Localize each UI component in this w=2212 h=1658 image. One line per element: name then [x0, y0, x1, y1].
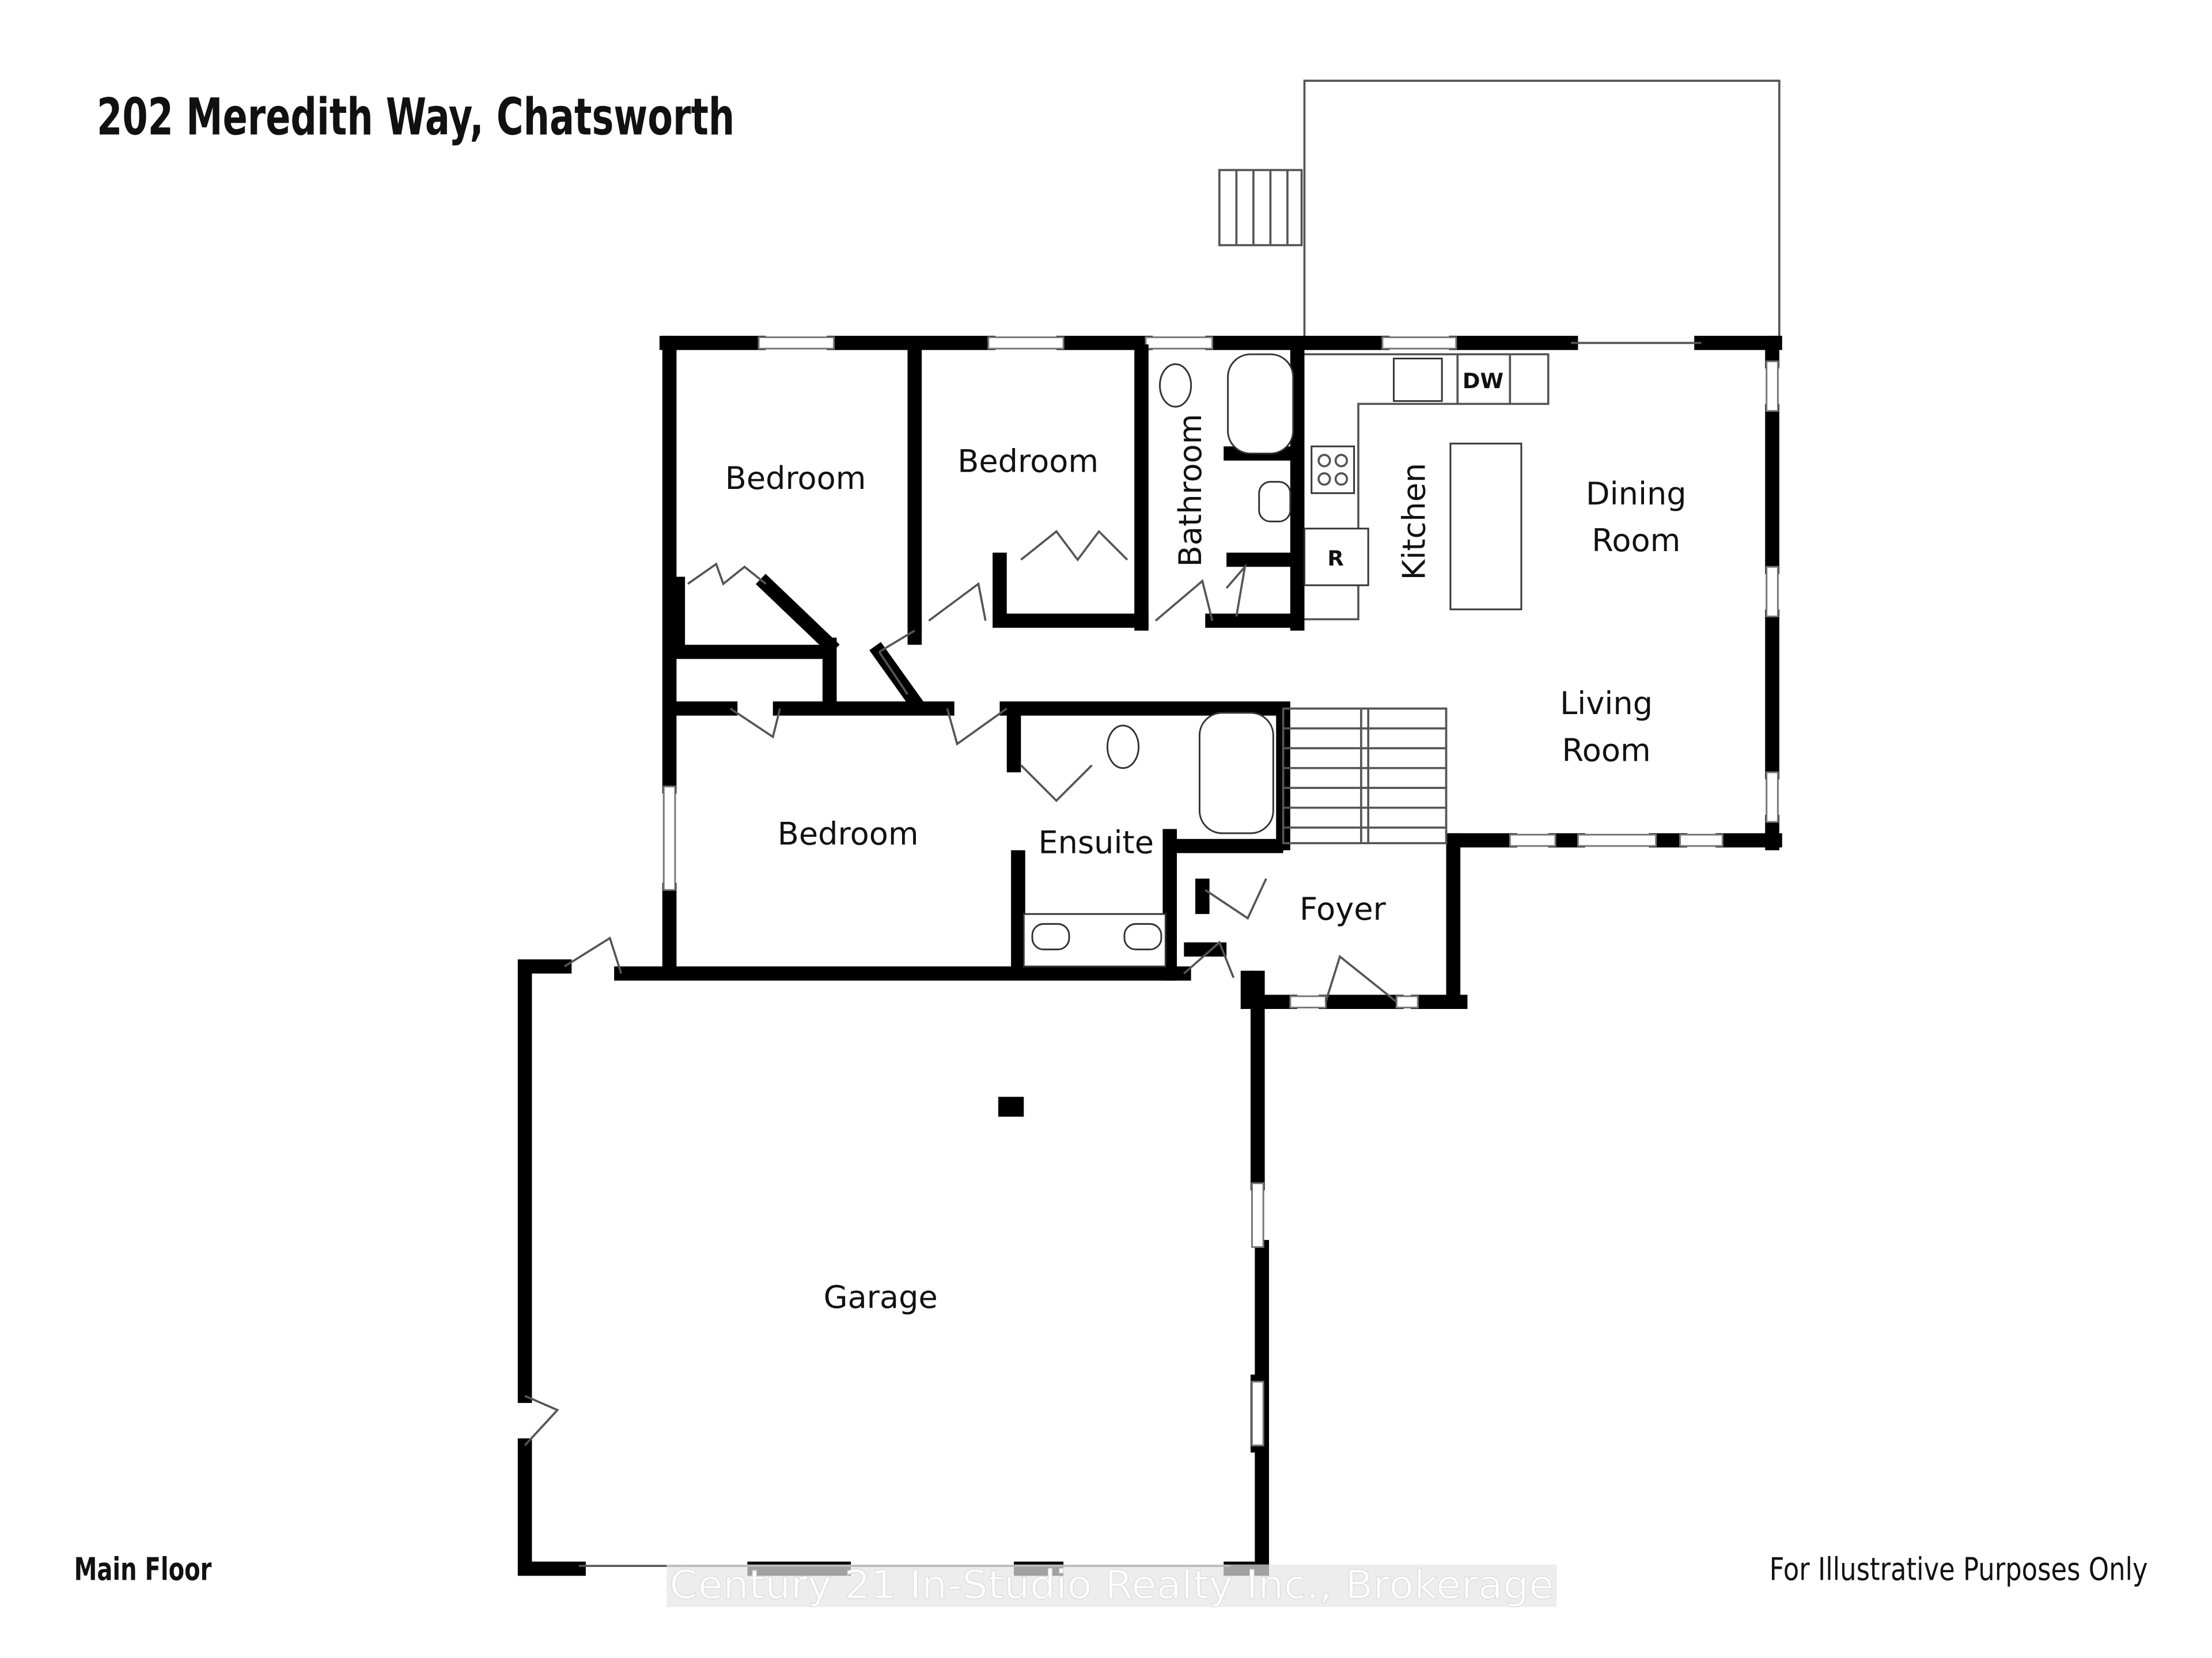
sink-icon — [1258, 481, 1291, 523]
room-label-bedroom-2: Bedroom — [957, 443, 1099, 479]
dishwasher-label: DW — [1463, 369, 1503, 393]
room-label-ensuite: Ensuite — [1038, 824, 1154, 860]
room-label-kitchen: Kitchen — [1396, 463, 1433, 580]
sink-icon — [1031, 923, 1070, 951]
exterior-walls — [517, 336, 1782, 1576]
room-label-dining-line1: Dining — [1586, 476, 1687, 512]
room-label-living-line2: Room — [1562, 732, 1651, 768]
room-label-garage: Garage — [824, 1279, 938, 1315]
floor-label: Main Floor — [74, 1551, 212, 1588]
bathtub-icon — [1227, 353, 1294, 454]
stairs — [1282, 707, 1448, 844]
room-label-bedroom-1: Bedroom — [725, 460, 866, 496]
room-label-foyer: Foyer — [1300, 891, 1387, 927]
room-label-living-line1: Living — [1560, 685, 1653, 722]
disclaimer: For Illustrative Purposes Only — [1770, 1551, 2148, 1588]
windows — [662, 336, 1779, 1447]
deck — [1218, 79, 1781, 343]
doors — [524, 529, 1397, 1447]
stove-icon — [1310, 445, 1355, 494]
room-label-bedroom-3: Bedroom — [778, 816, 919, 852]
watermark-band — [666, 1564, 1557, 1607]
toilet-icon — [1106, 724, 1140, 769]
refrigerator — [1304, 528, 1369, 586]
refrigerator-label: R — [1327, 546, 1343, 571]
kitchen-sink-icon — [1393, 358, 1443, 402]
fixtures — [1022, 353, 1550, 968]
toilet-icon — [1159, 363, 1192, 408]
room-label-dining-line2: Room — [1592, 522, 1680, 559]
bathtub-icon — [1198, 712, 1274, 834]
room-label-bathroom: Bathroom — [1172, 413, 1209, 567]
watermark: Century 21 In-Studio Realty Inc., Broker… — [669, 1562, 1554, 1608]
kitchen-island — [1449, 442, 1522, 610]
page-title: 202 Meredith Way, Chatsworth — [97, 88, 734, 147]
sink-icon — [1123, 923, 1162, 951]
